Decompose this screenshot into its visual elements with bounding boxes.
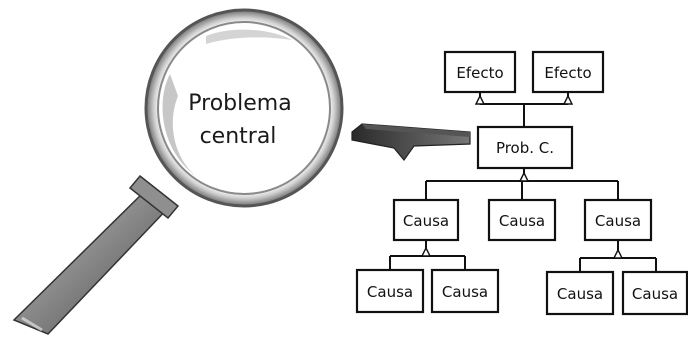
cause-node-1: Causa: [392, 198, 460, 242]
magnifier-text-line2: central: [200, 124, 277, 149]
cause-label-2: Causa: [499, 212, 545, 230]
cause-label-1: Causa: [403, 212, 449, 230]
effect-label-1: Efecto: [456, 64, 503, 82]
subcause-node-3: Causa: [545, 270, 615, 316]
tree-connectors: [389, 92, 657, 272]
lens-shading: [162, 74, 196, 176]
subcause-node-2: Causa: [430, 268, 500, 314]
subcause-node-1: Causa: [355, 268, 425, 314]
effect-node-2: Efecto: [531, 50, 605, 94]
subcause-label-2: Causa: [442, 283, 488, 301]
cause-node-2: Causa: [487, 198, 557, 242]
cause-label-3: Causa: [595, 212, 641, 230]
subcause-label-1: Causa: [367, 283, 413, 301]
magnifier-text-line1: Problema: [188, 91, 291, 116]
lens-shading-top: [206, 29, 292, 44]
effect-label-2: Efecto: [544, 64, 591, 82]
subcause-node-4: Causa: [621, 270, 688, 316]
magnifier-lens: [157, 21, 331, 195]
core-problem-node: Prob. C.: [476, 125, 574, 170]
core-problem-label: Prob. C.: [496, 139, 554, 157]
magnifier-handle: [12, 174, 180, 335]
subcause-label-3: Causa: [557, 285, 603, 303]
cause-node-3: Causa: [583, 198, 653, 242]
effect-node-1: Efecto: [443, 50, 517, 94]
subcause-label-4: Causa: [632, 285, 678, 303]
magnifier-icon: Problema central: [12, 8, 344, 335]
beam-arrow-icon: [351, 123, 471, 161]
